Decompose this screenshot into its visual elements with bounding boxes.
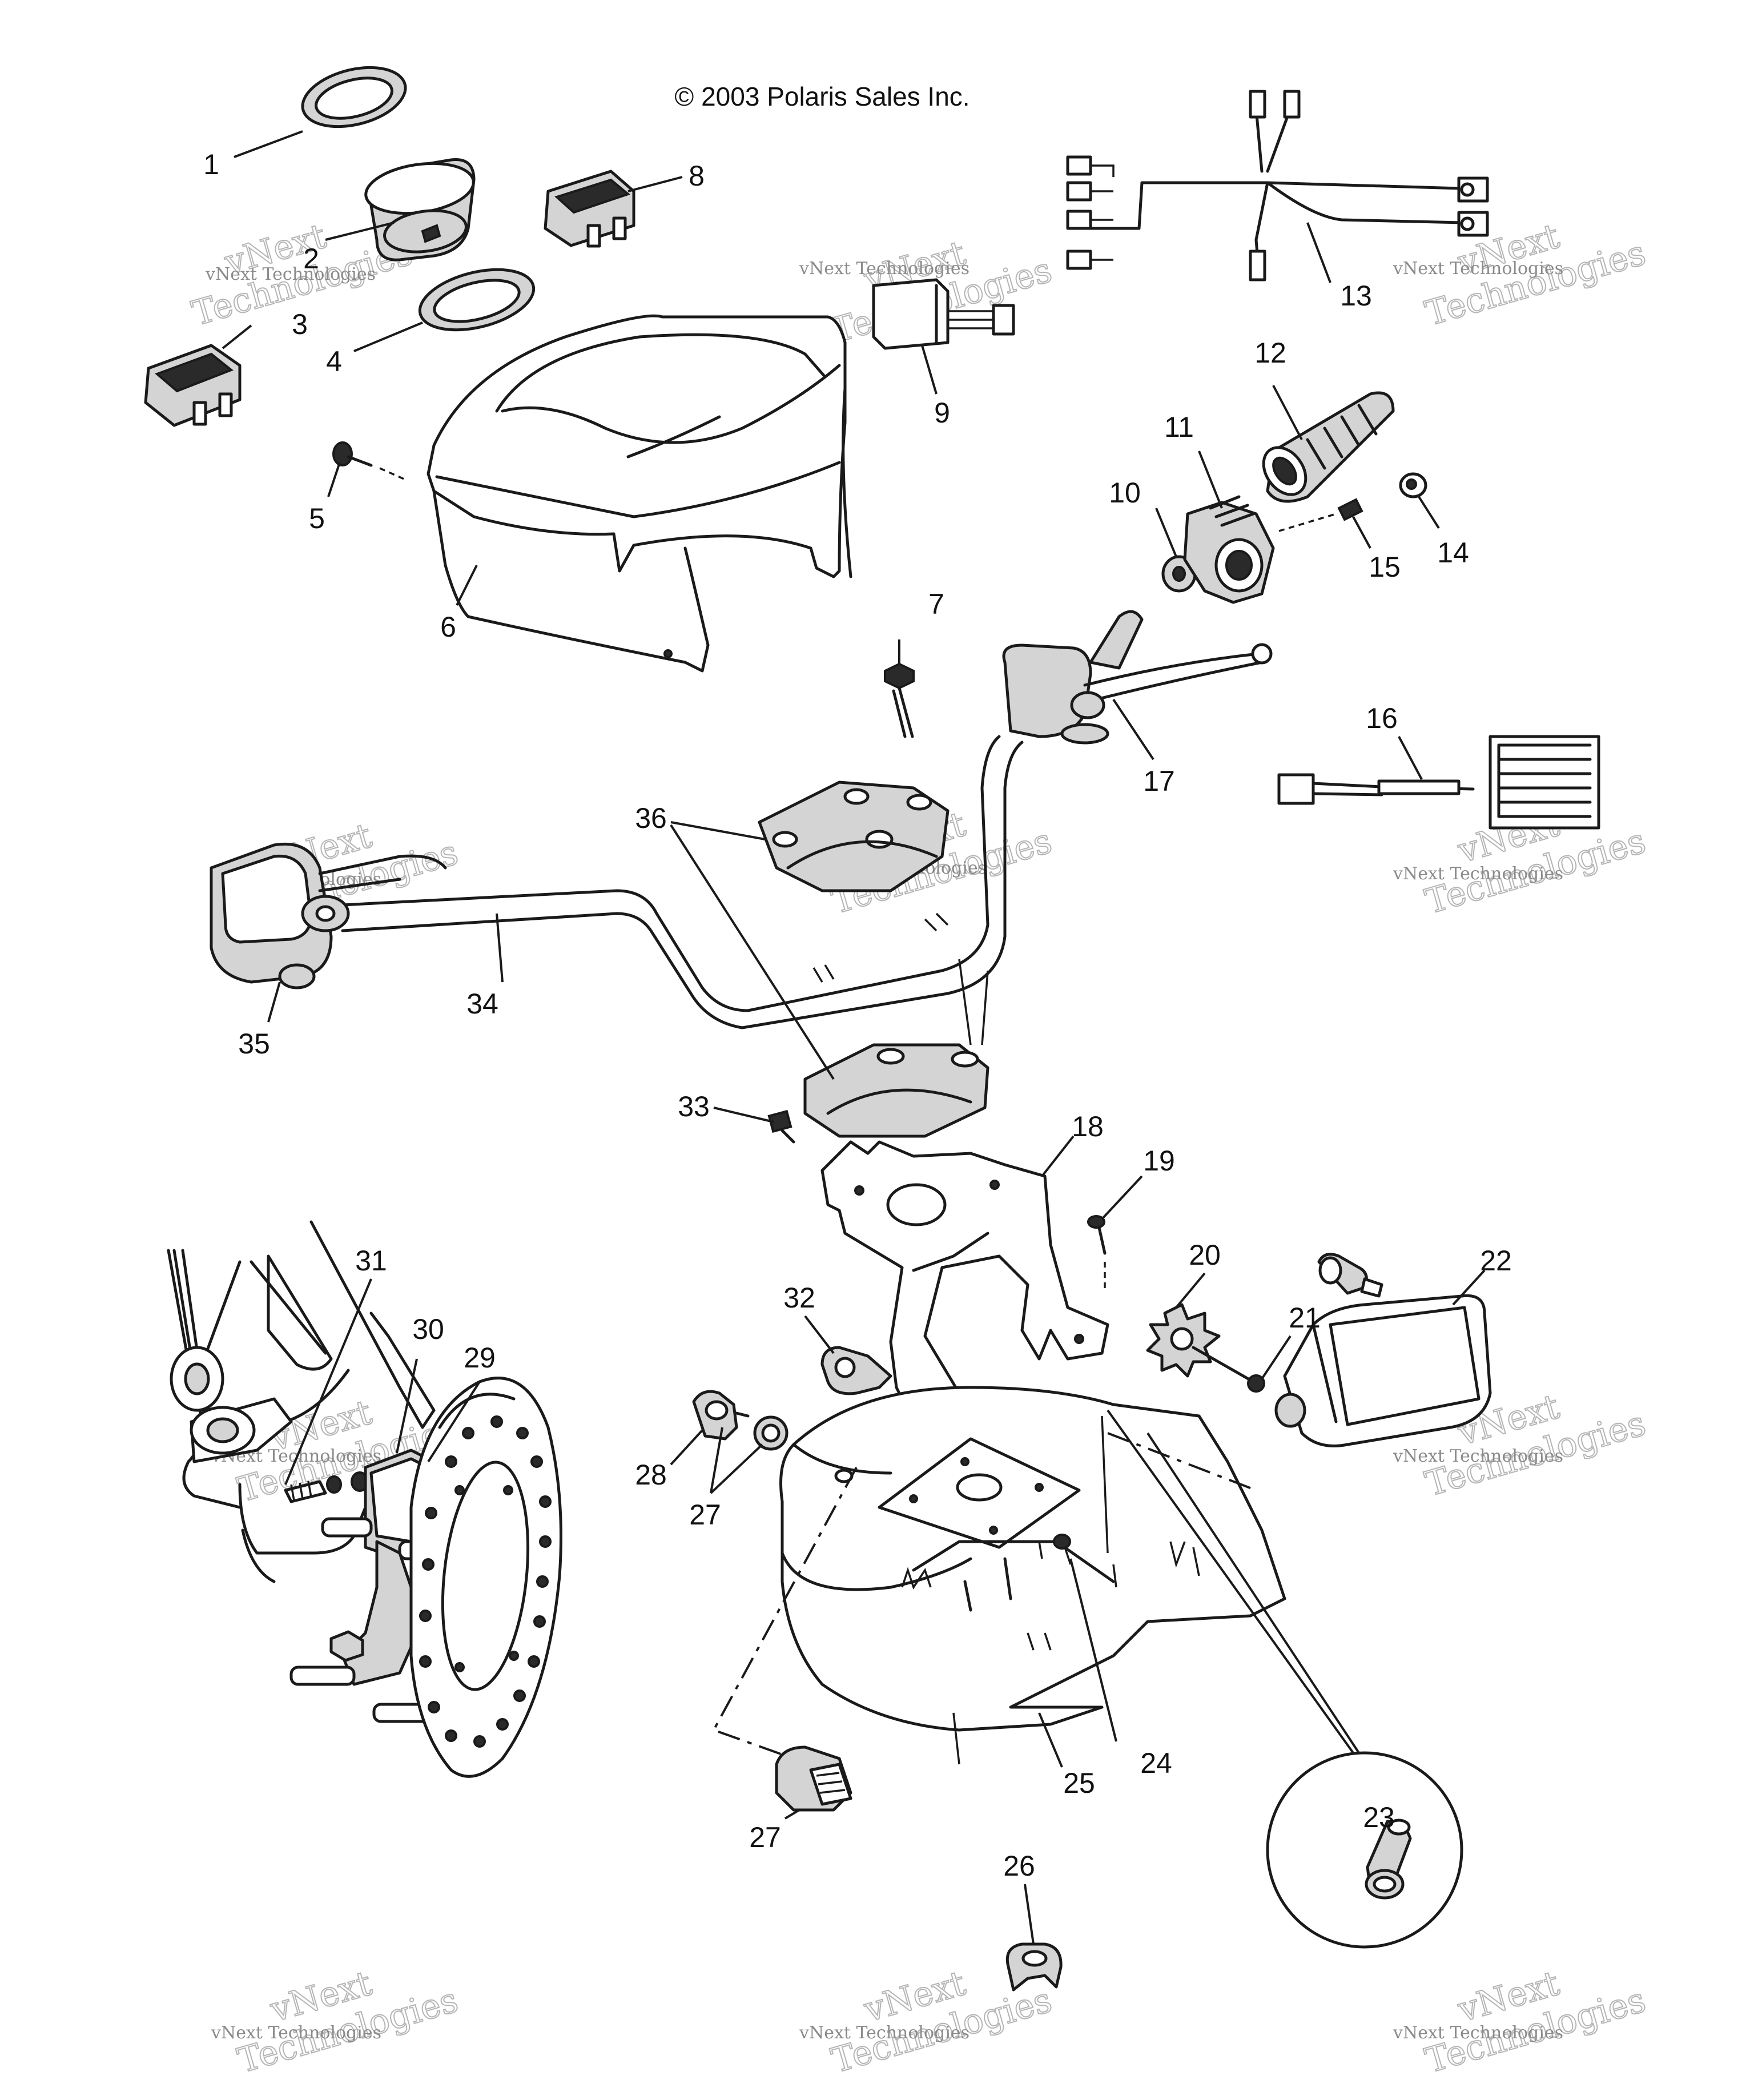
- part-29-brake-disc: [409, 1377, 562, 1778]
- svg-text:vNext Technologies: vNext Technologies: [205, 264, 376, 284]
- callout-36: 36: [635, 802, 667, 834]
- part-32-fastener: [820, 1346, 892, 1395]
- callout-26: 26: [1003, 1850, 1035, 1882]
- callout-25: 25: [1063, 1767, 1095, 1799]
- part-25-pod-shell: [779, 1386, 1286, 1765]
- callout-34: 34: [466, 988, 498, 1020]
- callout-6: 6: [440, 611, 456, 643]
- part-31-bleeder: [284, 1471, 369, 1503]
- part-36-upper-clamp: [758, 781, 950, 892]
- part-27-grommet: [753, 1415, 789, 1451]
- part-28-socket: [692, 1390, 750, 1441]
- part-33-clip-nut: [767, 1109, 795, 1144]
- callout-31: 31: [355, 1245, 387, 1277]
- svg-text:vNext Technologies: vNext Technologies: [799, 2023, 969, 2043]
- lower-clamp: [803, 959, 989, 1138]
- part-8-switch: [544, 170, 635, 248]
- part-6-pod-cover: [427, 314, 852, 673]
- part-22-headlight: [1274, 1253, 1492, 1447]
- part-14-nut: [1399, 472, 1427, 498]
- callout-2: 2: [303, 243, 319, 275]
- copyright-text: © 2003 Polaris Sales Inc.: [674, 82, 969, 111]
- part-23-detail-bulb: [1107, 1409, 1463, 1949]
- callout-27: 27: [689, 1499, 721, 1531]
- callout-29: 29: [464, 1342, 496, 1374]
- part-26-clamp: [1005, 1942, 1063, 1992]
- svg-text:vNext Technologies: vNext Technologies: [1393, 1446, 1563, 1466]
- part-18-bracket: [820, 1140, 1109, 1423]
- callout-4: 4: [326, 345, 342, 377]
- watermark: vNext Technologies vNext Technologies: [211, 1963, 463, 2082]
- part-35-master-cylinder: [210, 842, 447, 989]
- svg-text:vNext Technologies: vNext Technologies: [799, 259, 969, 279]
- callout-27-lower: 27: [749, 1821, 781, 1853]
- part-4-seal-ring: [418, 268, 536, 332]
- callout-32: 32: [783, 1282, 815, 1314]
- assembly-line: [1107, 1432, 1257, 1491]
- assembly-line: [712, 1467, 858, 1760]
- callout-15: 15: [1369, 551, 1401, 583]
- part-12-grip: [1262, 391, 1395, 503]
- watermark: vNext Technologies vNext Technologies: [1393, 1963, 1651, 2082]
- callout-24: 24: [1140, 1747, 1172, 1779]
- callout-18: 18: [1072, 1111, 1104, 1142]
- part-7-bolt: [884, 662, 915, 738]
- callout-11: 11: [1164, 411, 1194, 443]
- part-34-handlebar: [341, 735, 1024, 1029]
- callout-5: 5: [309, 502, 325, 534]
- part-17-brake-lever: [1002, 610, 1273, 745]
- callout-28: 28: [635, 1459, 667, 1491]
- callout-17: 17: [1143, 765, 1175, 797]
- callout-21: 21: [1289, 1302, 1321, 1334]
- leader-lines: [222, 130, 1486, 1945]
- part-11-throttle-switch: [1183, 495, 1275, 604]
- part-9-module: [872, 278, 1015, 350]
- svg-text:vNext Technologies: vNext Technologies: [1393, 259, 1563, 279]
- headlight-bulb: [1317, 1253, 1383, 1298]
- svg-text:vNext Technologies: vNext Technologies: [211, 2023, 381, 2043]
- part-13-wiring-harness: [1066, 90, 1489, 281]
- callout-30: 30: [412, 1313, 444, 1345]
- part-19-screw: [1087, 1215, 1107, 1290]
- part-27-socket-lower: [775, 1745, 852, 1812]
- callout-33: 33: [678, 1091, 710, 1123]
- fork-assembly: [167, 1220, 436, 1583]
- svg-text:vNext Technologies: vNext Technologies: [1393, 864, 1563, 884]
- callout-19: 19: [1143, 1145, 1175, 1177]
- callout-23: 23: [1363, 1801, 1395, 1833]
- watermark: vNext Technologies vNext Technologies: [1393, 216, 1651, 335]
- callout-7: 7: [928, 588, 944, 620]
- callout-1: 1: [203, 148, 219, 180]
- part-16-heater: [1277, 735, 1600, 830]
- svg-text:vNext Technologies: vNext Technologies: [1393, 2023, 1563, 2043]
- callout-13: 13: [1340, 280, 1372, 312]
- part-5-screw: [332, 441, 406, 481]
- part-1-bezel-ring: [301, 66, 407, 128]
- assembly-line: [1101, 1415, 1109, 1554]
- part-20-adjust-knob: [1146, 1303, 1221, 1378]
- callout-35: 35: [238, 1028, 270, 1060]
- callout-3: 3: [292, 308, 308, 340]
- callout-10: 10: [1109, 477, 1141, 509]
- part-21-adjust-screw: [1192, 1346, 1265, 1393]
- callout-14: 14: [1437, 537, 1469, 569]
- callout-9: 9: [934, 397, 950, 429]
- callout-20: 20: [1189, 1239, 1221, 1271]
- callout-16: 16: [1366, 702, 1398, 734]
- callout-12: 12: [1254, 337, 1286, 369]
- part-3-switch: [144, 344, 242, 427]
- part-15-set-screw: [1278, 498, 1363, 532]
- callout-labels: 1 2 3 4 5 6 7 8 9 10 11 12 13 14 15 16 1…: [203, 148, 1512, 1882]
- part-24-bolt: [1053, 1534, 1072, 1565]
- part-2-gauge-housing: [364, 158, 476, 262]
- callout-22: 22: [1480, 1245, 1512, 1277]
- callout-8: 8: [689, 160, 705, 192]
